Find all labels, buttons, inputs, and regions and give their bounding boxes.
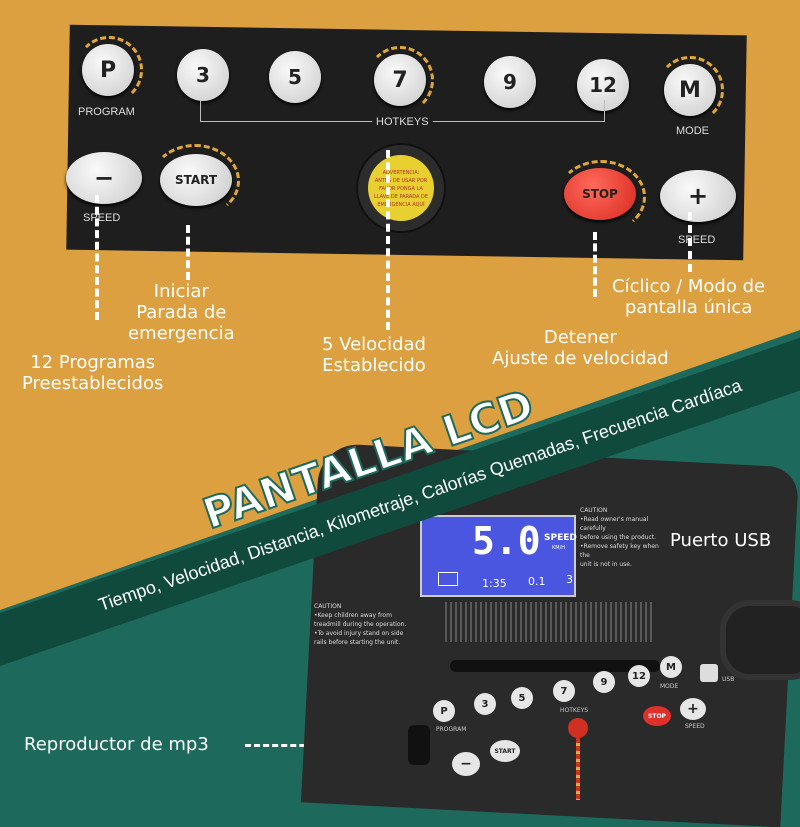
usb-port[interactable]	[700, 664, 718, 682]
leader-line	[593, 232, 597, 297]
lcd-speed-label: SPEED	[544, 533, 577, 543]
mode-button[interactable]: M	[664, 64, 716, 116]
speed-label-right: SPEED	[678, 234, 716, 246]
media-slot	[450, 660, 660, 672]
start-button[interactable]: START	[160, 154, 232, 206]
console-mode-button[interactable]: M	[660, 656, 682, 678]
console-hotkeys-label: HOTKEYS	[560, 707, 589, 714]
console-speed-label: SPEED	[685, 723, 705, 730]
caution-right: CAUTION •Read owner's manual carefully b…	[580, 507, 659, 568]
console-stop-button[interactable]: STOP	[643, 706, 671, 726]
highlight-ring	[150, 144, 240, 218]
callout-stop-speed: Detener Ajuste de velocidad	[492, 327, 669, 369]
lcd-speed-unit: KM/H	[552, 545, 566, 551]
console-program-label: PROGRAM	[436, 726, 467, 733]
console-program-button[interactable]: P	[433, 700, 455, 722]
highlight-ring	[656, 56, 724, 124]
console-hotkey-3[interactable]: 3	[474, 693, 496, 715]
leader-line	[186, 225, 190, 280]
highlight-ring	[75, 36, 143, 104]
mp3-jack[interactable]	[408, 725, 430, 765]
stop-button[interactable]: STOP	[564, 168, 636, 220]
lcd-calories: 3	[566, 573, 573, 586]
leader-line	[688, 212, 692, 272]
lcd-distance: 0.1	[528, 575, 546, 588]
safety-key[interactable]	[568, 718, 588, 738]
lcd-screen: 5.0 SPEED KM/H 1:35 0.1 3	[420, 515, 577, 597]
mode-label: MODE	[676, 125, 709, 137]
callout-speeds: 5 Velocidad Establecido	[322, 334, 426, 376]
lcd-time: 1:35	[482, 577, 507, 590]
speed-label-left: SPEED	[83, 212, 121, 224]
console-start-button[interactable]: START	[490, 740, 520, 762]
lcd-speed: 5.0	[472, 519, 541, 563]
emergency-warning: ADVERTENCIA: ANTES DE USAR POR FAVOR PON…	[368, 155, 434, 221]
caution-left: CAUTION •Keep children away from treadmi…	[314, 603, 407, 646]
program-label: PROGRAM	[78, 106, 135, 118]
console-speed-minus[interactable]: −	[452, 752, 480, 776]
handle-cup-holder	[720, 600, 800, 680]
highlight-ring	[556, 160, 646, 234]
hotkey-5-button[interactable]: 5	[269, 51, 321, 103]
hotkeys-label: HOTKEYS	[372, 116, 433, 128]
hotkey-7-button[interactable]: 7	[374, 54, 426, 106]
speed-plus-button[interactable]: +	[660, 170, 736, 222]
leader-line	[95, 195, 99, 320]
highlight-ring	[366, 46, 434, 114]
callout-usb: Puerto USB	[670, 530, 772, 551]
console-hotkey-9[interactable]: 9	[593, 671, 615, 693]
leader-line	[386, 150, 390, 330]
callout-programs: 12 Programas Preestablecidos	[22, 352, 164, 394]
callout-mp3: Reproductor de mp3	[24, 734, 209, 755]
program-graphs	[445, 602, 655, 642]
console-speed-plus[interactable]: +	[680, 698, 706, 720]
hotkey-3-button[interactable]: 3	[177, 49, 229, 101]
callout-start-emergency: Iniciar Parada de emergencia	[128, 281, 235, 344]
program-button[interactable]: P	[82, 44, 134, 96]
hotkey-9-button[interactable]: 9	[484, 56, 536, 108]
speed-minus-button[interactable]: −	[66, 152, 142, 204]
console-mode-label: MODE	[660, 683, 679, 690]
console-hotkey-7[interactable]: 7	[553, 680, 575, 702]
hand-icon	[438, 572, 458, 586]
console-usb-label: USB	[722, 676, 735, 683]
hotkey-12-button[interactable]: 12	[577, 59, 629, 111]
console-hotkey-12[interactable]: 12	[628, 665, 650, 687]
callout-mode: Cíclico / Modo de pantalla única	[612, 276, 766, 318]
console-hotkey-5[interactable]: 5	[511, 687, 533, 709]
safety-key-cord	[576, 738, 580, 800]
